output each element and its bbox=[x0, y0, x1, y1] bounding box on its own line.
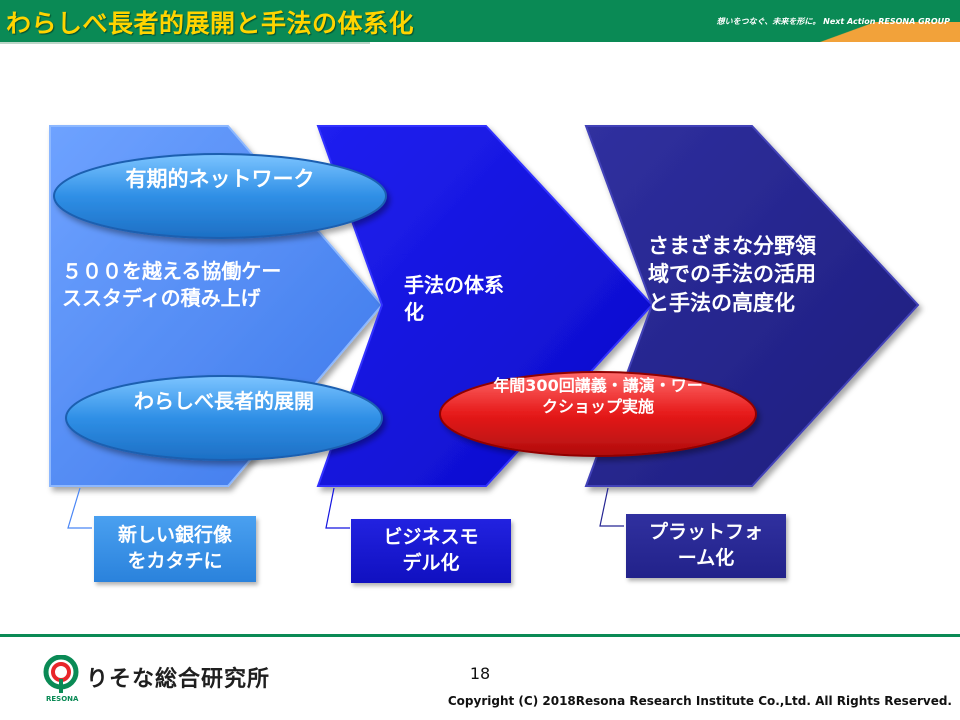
logo-name: りそな総合研究所 bbox=[86, 667, 271, 692]
header-accent bbox=[780, 22, 960, 42]
box-new-bank: 新しい銀行像をカタチに bbox=[94, 516, 256, 582]
slide-title: わらしべ長者的展開と手法の体系化 bbox=[6, 9, 415, 38]
header-bar: わらしべ長者的展開と手法の体系化 想いをつなぐ、未来を形に。 Next Acti… bbox=[0, 0, 960, 42]
box-business-model: ビジネスモデル化 bbox=[351, 519, 511, 583]
pill-annual-shape bbox=[439, 371, 757, 457]
pill-warashibe-label: わらしべ長者的展開 bbox=[134, 389, 314, 413]
pill-annual-label: 年間300回講義・講演・ワークショップ実施 bbox=[493, 376, 703, 416]
box-platform: プラットフォーム化 bbox=[626, 514, 786, 578]
copyright: Copyright (C) 2018Resona Research Instit… bbox=[447, 694, 952, 708]
page-number: 18 bbox=[469, 664, 491, 683]
resona-logo: りそな総合研究所 RESONA bbox=[38, 655, 298, 705]
pill-network-shape bbox=[53, 153, 387, 239]
group-tagline: 想いをつなぐ、未来を形に。 Next Action RESONA GROUP bbox=[716, 17, 950, 26]
resona-mark-icon bbox=[43, 655, 79, 693]
footer-rule bbox=[0, 634, 960, 637]
callout-line-1 bbox=[67, 487, 92, 529]
stage2-text: 手法の体系化 bbox=[404, 273, 504, 324]
callout-line-2 bbox=[325, 487, 350, 529]
pill-warashibe-shape bbox=[65, 375, 383, 461]
callout-line-3 bbox=[599, 487, 624, 527]
stage3-text: さまざまな分野領域での手法の活用と手法の高度化 bbox=[648, 234, 816, 315]
header-underline bbox=[0, 42, 370, 44]
logo-sub: RESONA bbox=[46, 695, 79, 703]
stage1-text: ５００を越える協働ケーススタディの積み上げ bbox=[62, 259, 282, 310]
pill-network-label: 有期的ネットワーク bbox=[125, 167, 315, 191]
